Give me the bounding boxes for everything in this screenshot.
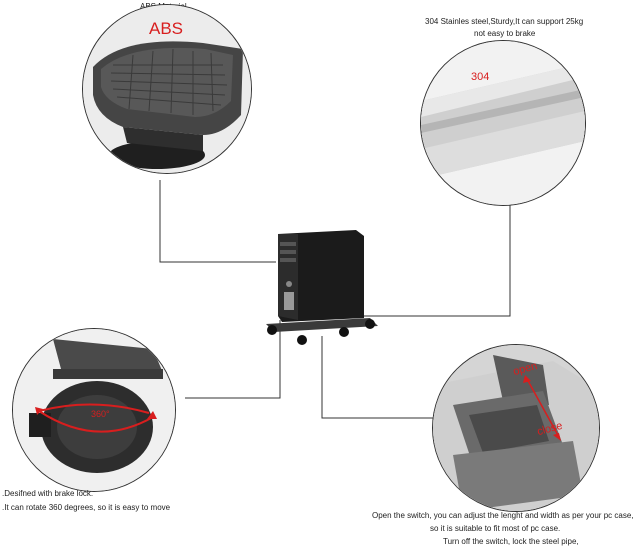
steel-caption-line2: not easy to brake: [474, 29, 536, 38]
wheel-360-label: 360°: [91, 409, 110, 419]
caster-wheel-closeup: 360°: [12, 328, 176, 492]
adjust-caption-line3: Turn off the switch, lock the steel pipe…: [443, 537, 579, 546]
abs-red-label: ABS: [149, 19, 184, 38]
connector-adjust: [321, 336, 436, 419]
adjust-caption-line1: Open the switch, you can adjust the leng…: [372, 511, 634, 520]
connector-steel: [362, 198, 511, 317]
steel-pipe-closeup: 304: [420, 40, 586, 206]
wheel-caption-line2: .It can rotate 360 degrees, so it is eas…: [2, 503, 171, 512]
pc-trolley-product: [258, 228, 384, 346]
wheel-caption-line1: .Desifned with brake lock.: [2, 489, 94, 498]
adjust-switch-closeup: open close: [432, 344, 600, 512]
steel-caption-line1: 304 Stainles steel,Sturdy,It can support…: [425, 17, 584, 26]
adjust-caption-line2: so it is suitable to fit most of pc case…: [430, 524, 561, 533]
abs-material-closeup: ABS: [82, 4, 252, 174]
steel-304-label: 304: [471, 71, 490, 83]
